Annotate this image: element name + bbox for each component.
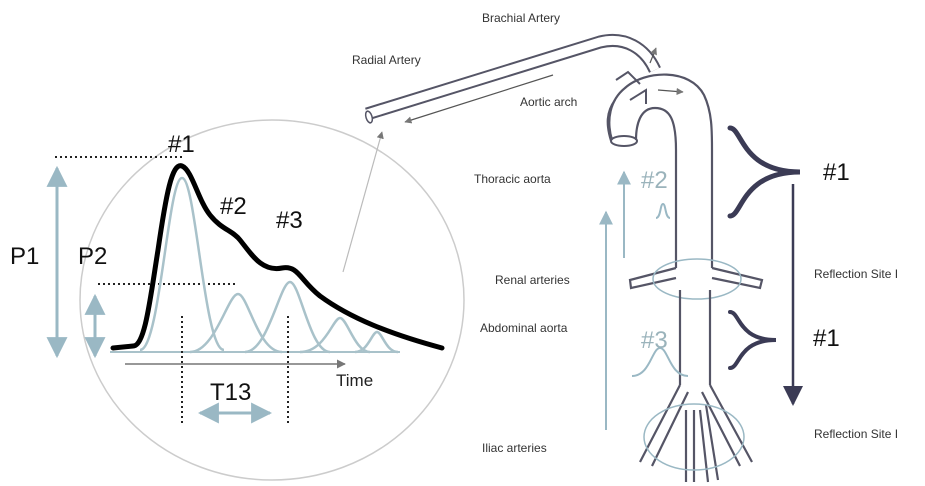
aortic-root bbox=[611, 136, 637, 146]
abdominal-aorta-label: Abdominal aorta bbox=[480, 321, 568, 335]
peak2-label: #2 bbox=[220, 193, 247, 220]
brachial-artery-label: Brachial Artery bbox=[482, 11, 560, 25]
pulse-waveform-inset: P1 P2 #1 #2 #3 T13 Time bbox=[10, 120, 464, 480]
renal-reflection-ellipse bbox=[653, 259, 741, 299]
reflected-wave-2-shape bbox=[656, 204, 670, 218]
wave2-label: #2 bbox=[641, 167, 668, 194]
abdominal-aorta bbox=[680, 290, 710, 385]
wave1-bottom-label: #1 bbox=[813, 325, 840, 352]
radial-artery-label: Radial Artery bbox=[352, 53, 421, 67]
forward-wave-1-bottom bbox=[730, 312, 776, 368]
thoracic-aorta-label: Thoracic aorta bbox=[474, 172, 551, 186]
component-wave-2 bbox=[190, 294, 282, 352]
wave3-label: #3 bbox=[641, 327, 668, 354]
component-wave-4 bbox=[300, 318, 370, 352]
arch-branches bbox=[616, 72, 646, 104]
p1-label: P1 bbox=[10, 243, 39, 270]
inset-pointer-line bbox=[343, 132, 382, 272]
renal-arteries bbox=[630, 268, 762, 288]
inset-ellipse bbox=[80, 120, 464, 480]
t13-label: T13 bbox=[210, 379, 251, 406]
aortic-arch-label: Aortic arch bbox=[520, 95, 577, 109]
reflection-site-2-label: Reflection Site I bbox=[814, 427, 898, 441]
iliac-arteries-label: Iliac arteries bbox=[482, 441, 547, 455]
pulse-curve bbox=[113, 166, 442, 348]
arch-flow-arrow bbox=[658, 90, 683, 92]
component-wave-5 bbox=[355, 332, 398, 352]
arterial-tree: Brachial Artery Radial Artery Aortic arc… bbox=[352, 11, 898, 482]
wave1-top-label: #1 bbox=[823, 159, 850, 186]
peak1-label: #1 bbox=[168, 131, 195, 158]
forward-wave-1-top bbox=[730, 128, 800, 216]
p2-label: P2 bbox=[78, 243, 107, 270]
renal-arteries-label: Renal arteries bbox=[495, 273, 570, 287]
component-wave-1 bbox=[140, 178, 224, 350]
reflection-site-1-label: Reflection Site I bbox=[814, 267, 898, 281]
time-axis-label: Time bbox=[336, 371, 373, 390]
iliac-arteries bbox=[640, 385, 752, 482]
peak3-label: #3 bbox=[276, 207, 303, 234]
